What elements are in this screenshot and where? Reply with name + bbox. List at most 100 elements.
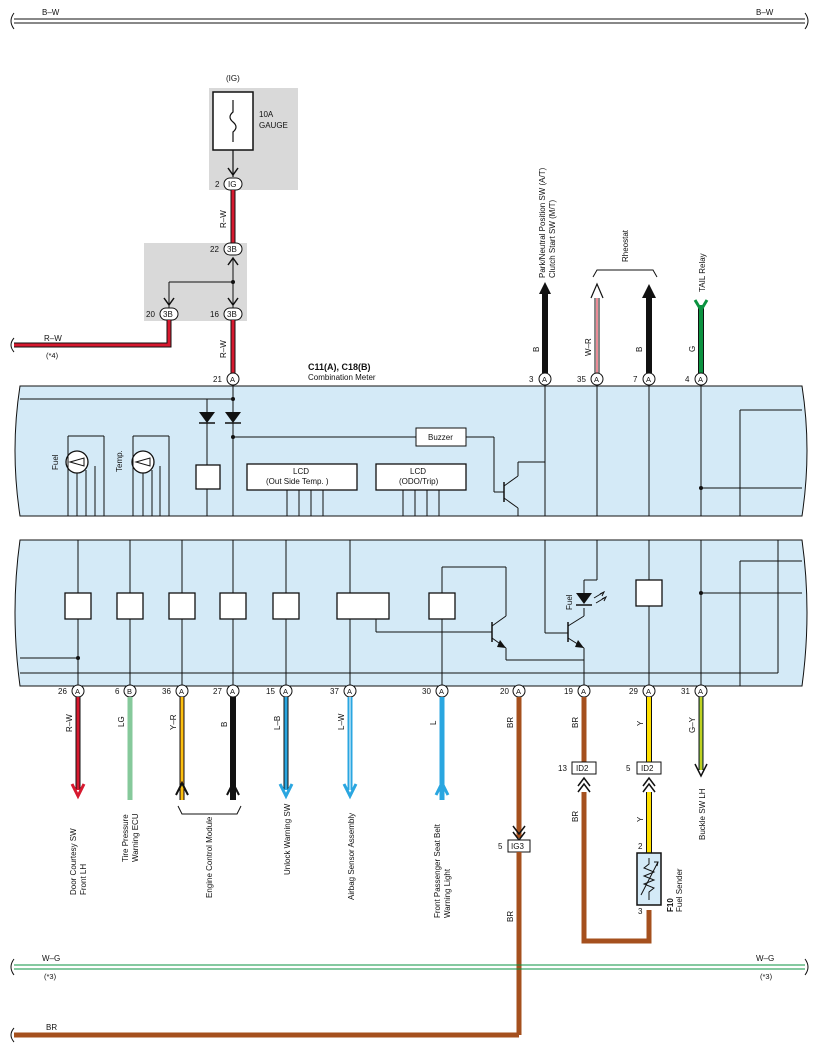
- indicator-box-4: [219, 592, 247, 620]
- indicator-box-3: [168, 592, 196, 620]
- fuel-gauge-label: Fuel: [51, 454, 60, 470]
- ig3-conn: IG3: [511, 842, 524, 851]
- top-pin-21-num: 21: [213, 375, 222, 384]
- bottom-pin-36: 36 A: [162, 684, 189, 698]
- id2-left-conn: ID2: [576, 764, 589, 773]
- indicator-box-7: [428, 592, 456, 620]
- bottom-dest-37: Airbag Sensor Assembly: [347, 813, 356, 900]
- bottom-pin-19: 19 A: [564, 684, 591, 698]
- bw-bus: B–W B–W: [10, 8, 809, 30]
- wire-label-rw-1: R–W: [219, 210, 228, 228]
- jb-conn-top: 3B: [227, 245, 237, 254]
- top-pin-21: 21 A: [213, 372, 240, 386]
- top-pin-4-num: 4: [685, 375, 690, 384]
- bottom-pin-6-conn: B: [127, 687, 132, 696]
- top-pin-7-conn: A: [646, 375, 651, 384]
- temp-gauge-label: Temp.: [115, 450, 124, 472]
- bottom-dest-6-line2: Warning ECU: [131, 813, 140, 862]
- bottom-wire-15: L–B: [273, 716, 282, 730]
- bottom-pin-15-num: 15: [266, 687, 275, 696]
- bottom-dest-6-line1: Tire Pressure: [121, 814, 130, 862]
- bottom-pin-31-conn: A: [698, 687, 703, 696]
- ig-connector-label: IG: [228, 180, 236, 189]
- bottom-wire-37: L–W: [337, 713, 346, 730]
- fuse-name: GAUGE: [259, 121, 288, 130]
- top-pin-7-num: 7: [633, 375, 638, 384]
- jb-conn-left: 3B: [163, 310, 173, 319]
- top-pin-4-conn: A: [698, 375, 703, 384]
- bottom-pin-30-num: 30: [422, 687, 431, 696]
- top-pin-35-conn: A: [594, 375, 599, 384]
- top-wire-4: G: [688, 346, 697, 352]
- bottom-pin-15-conn: A: [283, 687, 288, 696]
- lcd1-line1: LCD: [293, 467, 309, 476]
- wg-note-left: (*3): [44, 972, 57, 981]
- wg-label-right: W–G: [756, 954, 774, 963]
- wg-note-right: (*3): [760, 972, 773, 981]
- ig3-pin: 5: [498, 842, 503, 851]
- bottom-pin-19-conn: A: [581, 687, 586, 696]
- jb-pin-left: 20: [146, 310, 155, 319]
- indicator-box-1: [64, 592, 92, 620]
- bottom-pin-19-num: 19: [564, 687, 573, 696]
- bottom-pin-36-conn: A: [179, 687, 184, 696]
- bottom-wires: R–W Door Courtesy SW Front LH LG Tire Pr…: [65, 697, 708, 1035]
- indicator-box-8: [635, 579, 663, 607]
- rheostat-label: Rheostat: [621, 229, 630, 262]
- bottom-pin-20-conn: A: [516, 687, 521, 696]
- lcd1-line2: (Out Side Temp. ): [266, 477, 329, 486]
- bottom-pin-31-num: 31: [681, 687, 690, 696]
- bottom-wire-36: Y–R: [169, 714, 178, 730]
- indicator-box-5: [272, 592, 300, 620]
- jb-pin-right: 16: [210, 310, 219, 319]
- id2-right-pin: 5: [626, 764, 631, 773]
- bottom-pin-27: 27 A: [213, 684, 240, 698]
- sender-name: Fuel Sender: [675, 868, 684, 912]
- id2-right-wire-below: Y: [636, 816, 645, 822]
- fuel-warning-led: [576, 593, 592, 604]
- bottom-pin-15: 15 A: [266, 684, 293, 698]
- jb-conn-right: 3B: [227, 310, 237, 319]
- bottom-pin-27-conn: A: [230, 687, 235, 696]
- bottom-wire-19: BR: [571, 717, 580, 728]
- bottom-wire-27: B: [220, 722, 229, 727]
- left-wire-label: R–W: [44, 334, 62, 343]
- bottom-pin-27-num: 27: [213, 687, 222, 696]
- bottom-pin-30-conn: A: [439, 687, 444, 696]
- top-pin-35: 35 A: [577, 372, 604, 386]
- top-pin-3-conn: A: [542, 375, 547, 384]
- top-pin-35-num: 35: [577, 375, 586, 384]
- bottom-dest-15: Unlock Warning SW: [283, 803, 292, 875]
- ecm-label: Engine Control Module: [205, 816, 214, 898]
- bw-label-left: B–W: [42, 8, 60, 17]
- sender-pin-bottom: 3: [638, 907, 643, 916]
- fuse-rating: 10A: [259, 110, 274, 119]
- bottom-wire-6: LG: [117, 716, 126, 727]
- top-wires: B Park/Neutral Position SW (A/T) Clutch …: [532, 167, 709, 373]
- bottom-pin-6: 6 B: [115, 684, 137, 698]
- bottom-pin-37-num: 37: [330, 687, 339, 696]
- bottom-pin-31: 31 A: [681, 684, 708, 698]
- top-pin-4: 4 A: [685, 372, 708, 386]
- bottom-wire-29: Y: [636, 720, 645, 726]
- bottom-dest-26-line1: Door Courtesy SW: [69, 828, 78, 895]
- indicator-box-2: [116, 592, 144, 620]
- bottom-dest-31: Buckle SW LH: [698, 788, 707, 840]
- id2-left-wire-below: BR: [571, 811, 580, 822]
- fuse-block: (IG) 10A GAUGE 2 IG: [209, 74, 298, 191]
- top-dest-3-line2: Clutch Start SW (M/T): [548, 199, 557, 278]
- bottom-dest-30-line2: Warning Light: [443, 868, 452, 918]
- ig-label: (IG): [226, 74, 240, 83]
- bottom-pin-26-conn: A: [75, 687, 80, 696]
- bottom-pin-36-num: 36: [162, 687, 171, 696]
- combination-meter: 21 A 3 A 35 A 7 A 4 A: [14, 372, 808, 698]
- bottom-wire-20: BR: [506, 717, 515, 728]
- top-dest-3-line1: Park/Neutral Position SW (A/T): [538, 167, 547, 278]
- top-dest-4: TAIL Relay: [698, 253, 707, 292]
- top-pin-3: 3 A: [529, 372, 552, 386]
- bottom-pin-26: 26 A: [58, 684, 85, 698]
- br-bus: BR: [10, 1023, 519, 1043]
- lcd-outside-temp: [246, 463, 358, 491]
- top-wire-3: B: [532, 347, 541, 352]
